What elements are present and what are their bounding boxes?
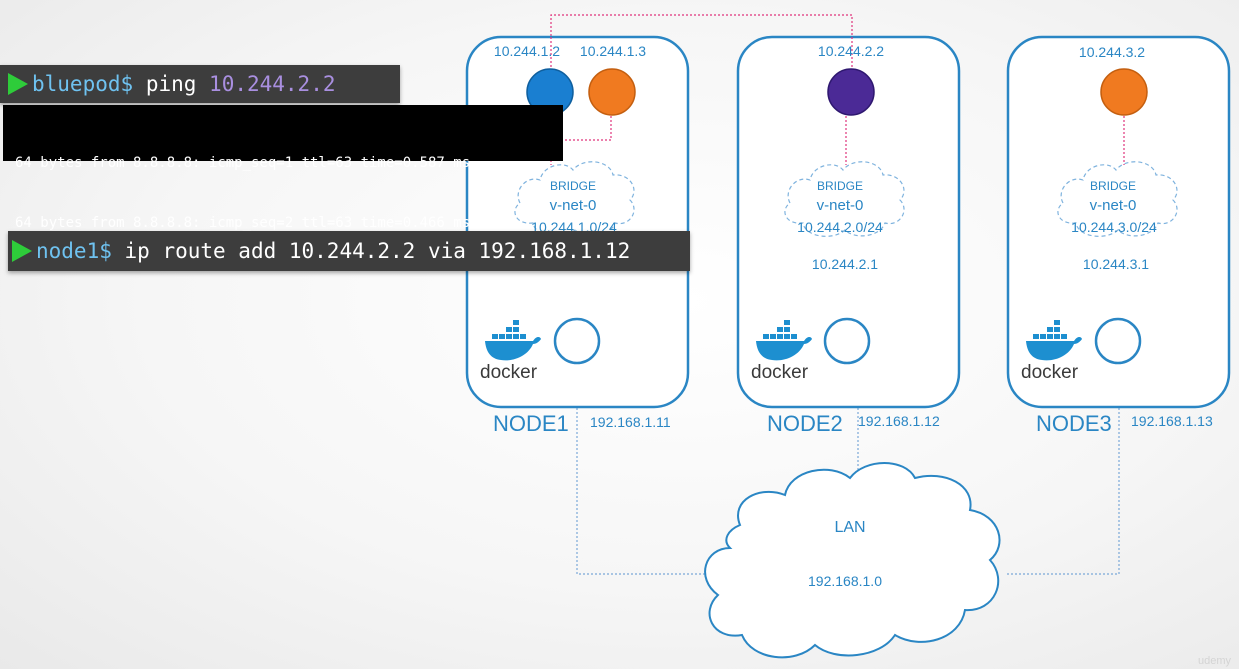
pod-ip-label: 10.244.1.2 <box>494 43 560 59</box>
pod-circle-orange <box>1100 68 1148 116</box>
node-interface-circle <box>823 317 871 365</box>
docker-wordmark: docker <box>751 362 809 383</box>
pod-ip-label: 10.244.2.2 <box>818 43 884 59</box>
terminal-prompt: bluepod$ <box>32 72 134 96</box>
node-name: NODE2 <box>767 411 843 436</box>
docker-logo: docker <box>480 320 541 383</box>
watermark: udemy <box>1197 655 1231 667</box>
bridge-label: BRIDGE <box>1090 179 1136 193</box>
terminal-output-line: 64 bytes from 8.8.8.8: icmp_seq=1 ttl=63… <box>15 155 471 171</box>
spacer <box>133 72 146 96</box>
node-interface-circle <box>1094 317 1142 365</box>
node2-box <box>736 35 961 409</box>
docker-wordmark: docker <box>480 362 538 383</box>
pod-ip-label: 10.244.1.3 <box>580 43 646 59</box>
pod-circle-orange <box>588 68 636 116</box>
bridge-label: BRIDGE <box>550 179 596 193</box>
lan-cloud <box>704 462 1001 659</box>
node3-box <box>1006 35 1231 409</box>
docker-whale-icon <box>1026 320 1082 361</box>
pod-circle-purple <box>827 68 875 116</box>
docker-logo: docker <box>751 320 812 383</box>
terminal-target-ip: 10.244.2.2 <box>209 72 336 96</box>
docker-logo: docker <box>1021 320 1082 383</box>
spacer <box>196 72 209 96</box>
bridge-gateway: 10.244.2.1 <box>812 256 878 272</box>
node-ip: 192.168.1.13 <box>1131 413 1213 429</box>
lan-label: LAN <box>834 519 865 536</box>
docker-wordmark: docker <box>1021 362 1079 383</box>
terminal-ping-command: bluepod$ ping 10.244.2.2 <box>0 65 400 103</box>
bridge-gateway: 10.244.3.1 <box>1083 256 1149 272</box>
node-interface-circle <box>553 317 601 365</box>
node-ip: 192.168.1.12 <box>858 413 940 429</box>
pod-ip-label: 10.244.3.2 <box>1079 44 1145 60</box>
lan-link-node3 <box>1005 408 1120 575</box>
lan-network: 192.168.1.0 <box>808 573 882 589</box>
bridge-name: v-net-0 <box>550 197 597 214</box>
bridge-subnet: 10.244.2.0/24 <box>797 219 883 235</box>
docker-whale-icon <box>756 320 812 361</box>
spacer <box>112 239 125 263</box>
terminal-command: ip route add 10.244.2.2 via 192.168.1.12 <box>124 239 631 263</box>
bridge-name: v-net-0 <box>1090 197 1137 214</box>
terminal-route-command: node1$ ip route add 10.244.2.2 via 192.1… <box>8 231 690 271</box>
terminal-prompt: node1$ <box>36 239 112 263</box>
prompt-arrow-icon <box>12 240 32 262</box>
bridge-cloud <box>784 161 905 237</box>
node-ip: 192.168.1.11 <box>590 414 671 430</box>
prompt-arrow-icon <box>8 73 28 95</box>
docker-whale-icon <box>485 320 541 361</box>
terminal-ping-output: 64 bytes from 8.8.8.8: icmp_seq=1 ttl=63… <box>3 105 563 231</box>
bridge-name: v-net-0 <box>817 197 864 214</box>
node-name: NODE3 <box>1036 411 1112 436</box>
terminal-output-line: 64 bytes from 8.8.8.8: icmp_seq=2 ttl=63… <box>15 215 471 231</box>
node-name: NODE1 <box>493 411 569 436</box>
bridge-subnet: 10.244.3.0/24 <box>1071 219 1157 235</box>
terminal-command: ping <box>145 72 197 96</box>
bridge-label: BRIDGE <box>817 179 863 193</box>
lan-link-node1 <box>576 408 730 575</box>
bridge-cloud <box>1057 161 1178 237</box>
